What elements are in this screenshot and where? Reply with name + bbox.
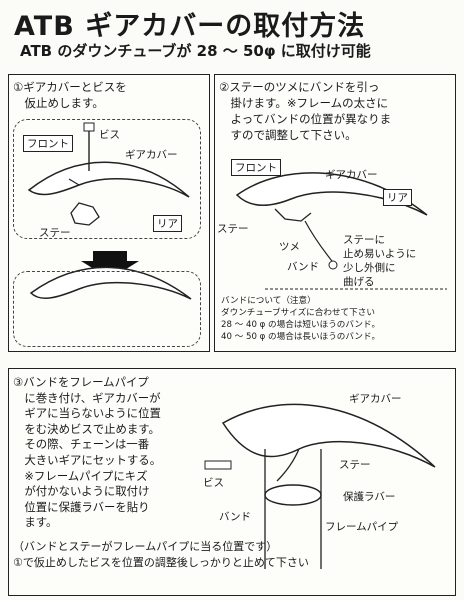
step1-label-front: フロント <box>23 135 73 152</box>
step1-label-bis: ビス <box>99 129 120 141</box>
step1-upper-frame <box>13 119 201 239</box>
step3-label-bis: ビス <box>203 477 224 489</box>
step3-label-band: バンド <box>219 511 252 523</box>
step1-label-gearcover: ギアカバー <box>125 149 178 161</box>
step1-instruction: ①ギアカバーとビスを 仮止めします。 <box>13 80 127 110</box>
step2-label-stay: ステー <box>217 223 249 235</box>
step1-label-stay: ステー <box>39 227 71 239</box>
step2-label-rear: リア <box>383 189 412 206</box>
page-subtitle: ATB のダウンチューブが 28 ～ 50φ に取付け可能 <box>20 42 371 60</box>
step1-drawings <box>27 122 192 300</box>
step3-instruction: ③バンドをフレームパイプ に巻き付け、ギアカバーが ギアに当らないように位置 を… <box>13 375 162 530</box>
step3-label-gearcover: ギアカバー <box>349 393 402 405</box>
step2-band-note: バンドについて（注意） ダウンチューブサイズに合わせて下さい 28 ～ 40 φ… <box>221 296 381 342</box>
step1-panel: ①ギアカバーとビスを 仮止めします。 ビス フロント ギアカバー リア ステー <box>8 74 210 352</box>
step3-label-rubber: 保護ラバー <box>343 491 396 503</box>
step3-footer: （バンドとステーがフレームパイプに当る位置です） ①で仮止めしたビスを位置の調整… <box>13 540 309 569</box>
step2-label-band: バンド <box>287 261 320 273</box>
step1-lower-frame <box>13 271 201 347</box>
page-title: ATB ギアカバーの取付方法 <box>14 11 366 42</box>
step2-label-front: フロント <box>231 159 281 176</box>
step3-label-pipe: フレームパイプ <box>325 521 399 533</box>
step2-hint: ステーに 止め易いように 少し外側に 曲げる <box>343 234 417 288</box>
step2-instruction: ②ステーのツメにバンドを引っ 掛けます。※フレームの太さに よってバンドの位置が… <box>219 80 392 142</box>
step2-label-tsume: ツメ <box>279 241 300 253</box>
step2-label-gearcover: ギアカバー <box>325 169 378 181</box>
step3-label-stay: ステー <box>339 459 371 471</box>
step3-panel: ③バンドをフレームパイプ に巻き付け、ギアカバーが ギアに当らないように位置 を… <box>8 368 456 596</box>
step2-panel: ②ステーのツメにバンドを引っ 掛けます。※フレームの太さに よってバンドの位置が… <box>214 74 456 352</box>
step3-drawing <box>204 403 436 569</box>
step1-label-rear: リア <box>153 215 182 232</box>
